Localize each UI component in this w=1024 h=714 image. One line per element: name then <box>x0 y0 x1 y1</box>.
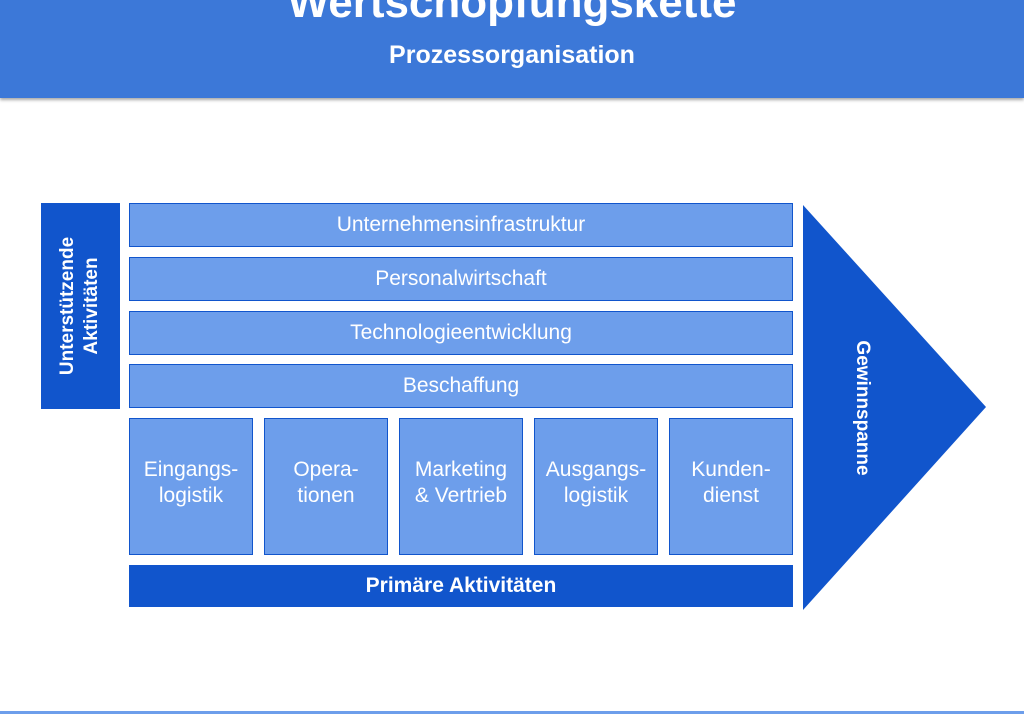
primary-activity-marketing-sales: Marketing & Vertrieb <box>399 418 523 555</box>
support-activity-hr: Personalwirtschaft <box>129 257 793 301</box>
support-activities-label: Unterstützende Aktivitäten <box>57 236 102 376</box>
header-banner: Wertschöpfungskette Prozessorganisation <box>0 0 1024 98</box>
margin-arrow <box>803 205 986 610</box>
support-activity-procurement: Beschaffung <box>129 364 793 408</box>
support-activity-infrastructure: Unternehmensinfrastruktur <box>129 203 793 247</box>
margin-arrow-shape <box>803 205 986 610</box>
page-title: Wertschöpfungskette <box>287 0 737 27</box>
primary-activity-customer-service: Kunden- dienst <box>669 418 793 555</box>
margin-label: Gewinnspanne <box>852 340 873 476</box>
primary-activity-outbound-logistics: Ausgangs- logistik <box>534 418 658 555</box>
support-activity-technology: Technologieentwicklung <box>129 311 793 355</box>
primary-activities-label: Primäre Aktivitäten <box>129 565 793 607</box>
footer-divider <box>0 711 1024 714</box>
primary-activity-label: Eingangs- logistik <box>143 457 239 507</box>
primary-activity-operations: Opera- tionen <box>264 418 388 555</box>
primary-activity-label: Opera- tionen <box>293 457 359 507</box>
page-subtitle: Prozessorganisation <box>389 41 635 69</box>
primary-activity-inbound-logistics: Eingangs- logistik <box>129 418 253 555</box>
primary-activity-label: Kunden- dienst <box>691 457 771 507</box>
support-activities-label-box: Unterstützende Aktivitäten <box>41 203 120 409</box>
primary-activity-label: Ausgangs- logistik <box>545 457 647 507</box>
primary-activity-label: Marketing & Vertrieb <box>414 457 508 507</box>
